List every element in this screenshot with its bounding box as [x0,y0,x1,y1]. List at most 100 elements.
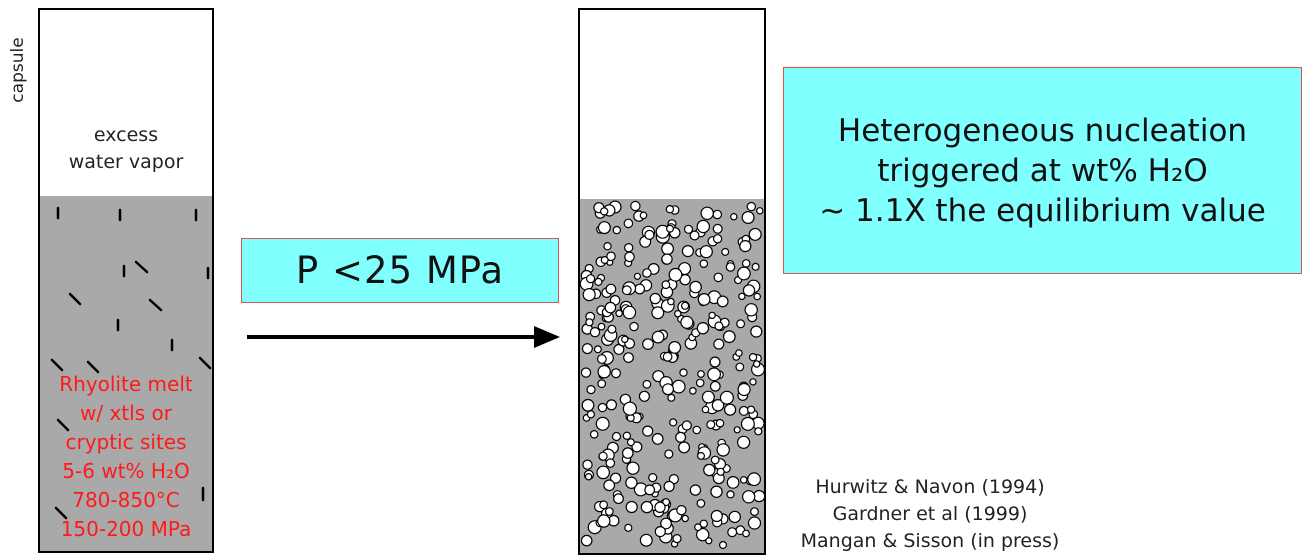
vapor-label: excess water vapor [40,122,212,176]
bubble [739,240,752,253]
bubble [606,399,618,411]
bubble [606,251,616,262]
bubble [696,322,710,335]
bubble [663,480,675,492]
bubble [604,301,617,314]
bubble [597,365,611,379]
bubble [648,473,658,483]
bubbles [580,200,764,549]
water-vapor-region [40,10,212,196]
bubble [689,484,702,496]
bubble [622,431,632,440]
bubble [651,306,665,320]
bubble [740,416,755,431]
bubble [581,398,595,412]
bubble [701,405,710,414]
bubble [726,490,735,499]
bubble [737,435,751,449]
bubble [600,256,609,265]
bubble [712,234,723,244]
capsule-label-text: capsule [8,37,28,103]
bubble [681,420,692,431]
bubble [582,288,596,302]
melt-line-6: 150-200 MPa [60,517,192,541]
references: Hurwitz & Navon (1994) Gardner et al (19… [785,474,1075,555]
bubble [668,267,683,282]
bubble [603,241,612,251]
bubble [697,293,711,306]
bubble [712,209,723,220]
bubble [741,490,756,504]
bubble [719,390,734,405]
melt-line-5: 780-850°C [72,488,180,512]
bubble [624,242,634,253]
bubble [630,200,641,212]
bubble [640,500,654,514]
bubble [696,219,711,234]
bubble [598,451,608,461]
bubble [625,476,638,489]
bubble [644,229,655,240]
bubble [651,330,665,344]
bubble [716,467,725,476]
bubble [711,398,725,412]
nucleation-line-1: Heterogeneous nucleation [837,112,1248,149]
bubble [654,501,666,513]
bubble [709,380,721,392]
bubble [597,514,611,528]
melt-line-2: w/ xtls or [80,401,172,425]
bubble [706,420,716,430]
bubble [625,500,638,514]
bubble [667,393,676,402]
bubble [596,354,607,364]
bubble [669,418,678,427]
crystal-marks [50,206,212,520]
bubble [719,540,728,549]
bubble [642,379,652,389]
nucleation-line-2: triggered at wt% H₂O [877,152,1208,189]
bubble [699,245,713,259]
bubble [603,479,616,492]
bubble [713,338,725,350]
bubble [622,401,638,416]
bubble [662,351,673,362]
bubble [642,425,654,437]
bubble [629,321,639,332]
bubble [634,283,646,295]
melt-line-4: 5-6 wt% H₂O [62,459,190,483]
bubble [622,305,637,320]
bubble [701,390,715,404]
bubble [599,500,609,510]
vapor-line-2: water vapor [68,151,184,173]
bubble [605,458,616,468]
bubble [667,297,675,306]
bubble [726,476,740,489]
bubble [644,484,656,496]
bubble [633,272,642,280]
bubble [594,277,603,286]
bubble [668,341,682,354]
bubble [737,382,751,397]
bubble [611,368,622,379]
bubble [665,224,674,233]
bubble [672,533,682,544]
reference-2: Gardner et al (1999) [832,503,1028,525]
bubble [751,262,760,271]
bubble [678,262,692,276]
bubble [730,212,738,221]
bubble [738,292,746,301]
bubble [695,527,710,542]
bubble [595,416,610,431]
bubble [746,201,756,212]
bubble [716,443,730,457]
bubble [623,352,634,364]
bubble [597,379,607,389]
bubble [642,268,652,278]
bubble [694,523,702,532]
bubble [697,370,705,378]
bubble [710,485,723,498]
bubble [597,402,608,413]
pressure-label: P <25 MPa [295,249,505,292]
bubble [661,383,674,396]
bubble [621,285,632,296]
